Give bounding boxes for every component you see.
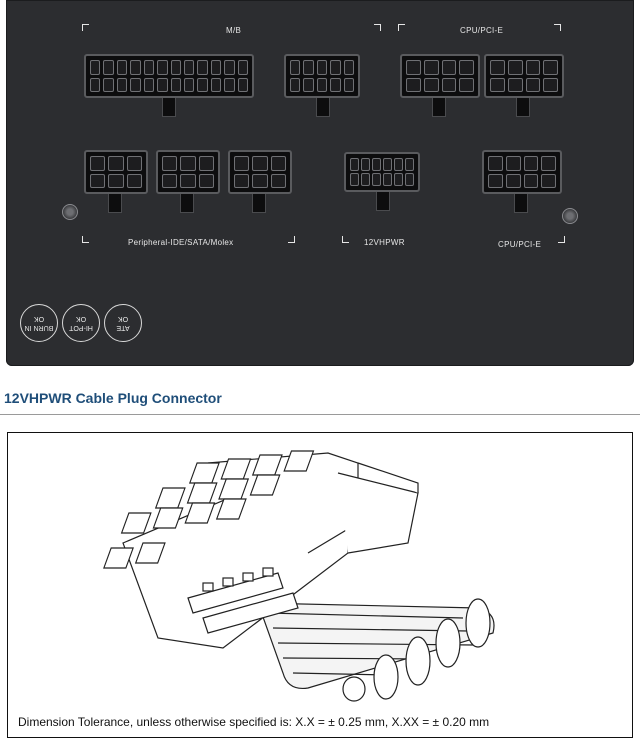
- socket-latch: [432, 98, 446, 117]
- mb-10pin-socket: [284, 54, 360, 98]
- peripheral-socket-3: [228, 150, 292, 194]
- peripheral-socket-1: [84, 150, 148, 194]
- socket-latch: [316, 98, 330, 117]
- bracket: [398, 24, 405, 31]
- bracket: [82, 236, 89, 243]
- psu-modular-panel: M/B CPU/PCI-E: [6, 0, 634, 366]
- seal-text: ATE: [116, 324, 130, 331]
- seal-text: OK: [33, 315, 45, 322]
- socket-latch: [180, 194, 194, 213]
- seal-text: HI-POT: [69, 324, 93, 331]
- socket-latch: [376, 192, 390, 211]
- bracket: [554, 24, 561, 31]
- pin-cells: [103, 450, 315, 569]
- socket-latch: [516, 98, 530, 117]
- section-title: 12VHPWR Cable Plug Connector: [4, 390, 222, 406]
- bracket: [288, 236, 295, 243]
- bracket: [374, 24, 381, 31]
- 12vhpwr-plug-drawing: [103, 450, 495, 702]
- peripheral-socket-2: [156, 150, 220, 194]
- tolerance-note: Dimension Tolerance, unless otherwise sp…: [18, 715, 490, 729]
- screw-icon: [562, 208, 578, 224]
- bracket: [342, 236, 349, 243]
- mb-label: M/B: [226, 26, 242, 35]
- socket-latch: [108, 194, 122, 213]
- cpu-pcie-socket-2: [484, 54, 564, 98]
- burn-in-seal: BURN IN OK: [20, 304, 58, 342]
- divider: [0, 414, 640, 415]
- hipot-seal: HI-POT OK: [62, 304, 100, 342]
- cpu-pcie-socket-1: [400, 54, 480, 98]
- socket-latch: [162, 98, 176, 117]
- cable-bundle: [257, 598, 495, 702]
- 12vhpwr-label: 12VHPWR: [364, 238, 405, 247]
- connector-drawing-frame: Dimension Tolerance, unless otherwise sp…: [7, 432, 633, 738]
- seal-text: OK: [117, 315, 129, 322]
- socket-latch: [252, 194, 266, 213]
- peripheral-label: Peripheral-IDE/SATA/Molex: [128, 238, 234, 247]
- ate-seal: ATE OK: [104, 304, 142, 342]
- seal-text: OK: [75, 315, 87, 322]
- cpu-pcie-bottom-label: CPU/PCI-E: [498, 240, 542, 249]
- sense-pin-row: [187, 567, 299, 634]
- screw-icon: [62, 204, 78, 220]
- bracket: [558, 236, 565, 243]
- socket-latch: [514, 194, 528, 213]
- seal-text: BURN IN: [24, 324, 54, 331]
- bracket: [82, 24, 89, 31]
- plug-housing: [122, 452, 419, 649]
- mb-24pin-socket: [84, 54, 254, 98]
- cpu-pcie-top-label: CPU/PCI-E: [460, 26, 504, 35]
- cpu-pcie-socket-3: [482, 150, 562, 194]
- 12vhpwr-socket: [344, 152, 420, 192]
